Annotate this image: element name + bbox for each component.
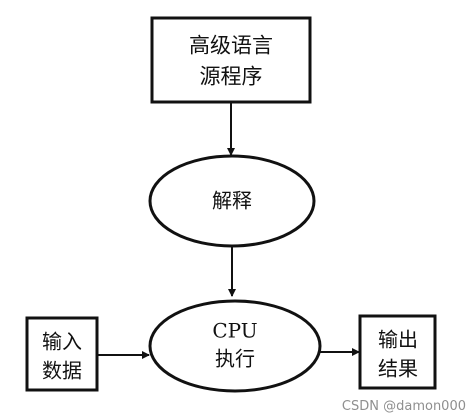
input-data-line1: 输入 [42, 330, 82, 354]
source-program-line2: 源程序 [200, 65, 263, 89]
interpret-label: 解释 [212, 189, 252, 213]
input-data-line2: 数据 [42, 359, 82, 383]
output-result-line2: 结果 [378, 357, 418, 381]
source-program-line1: 高级语言 [189, 34, 273, 58]
cpu-line2: 执行 [215, 347, 255, 371]
output-result-box [358, 314, 437, 390]
output-result-line1: 输出 [378, 328, 418, 352]
input-data-box [25, 316, 99, 392]
source-program-box [150, 16, 312, 104]
watermark: CSDN @damon000 [341, 399, 466, 414]
cpu-ellipse [148, 299, 322, 393]
cpu-line1: CPU [212, 319, 257, 343]
